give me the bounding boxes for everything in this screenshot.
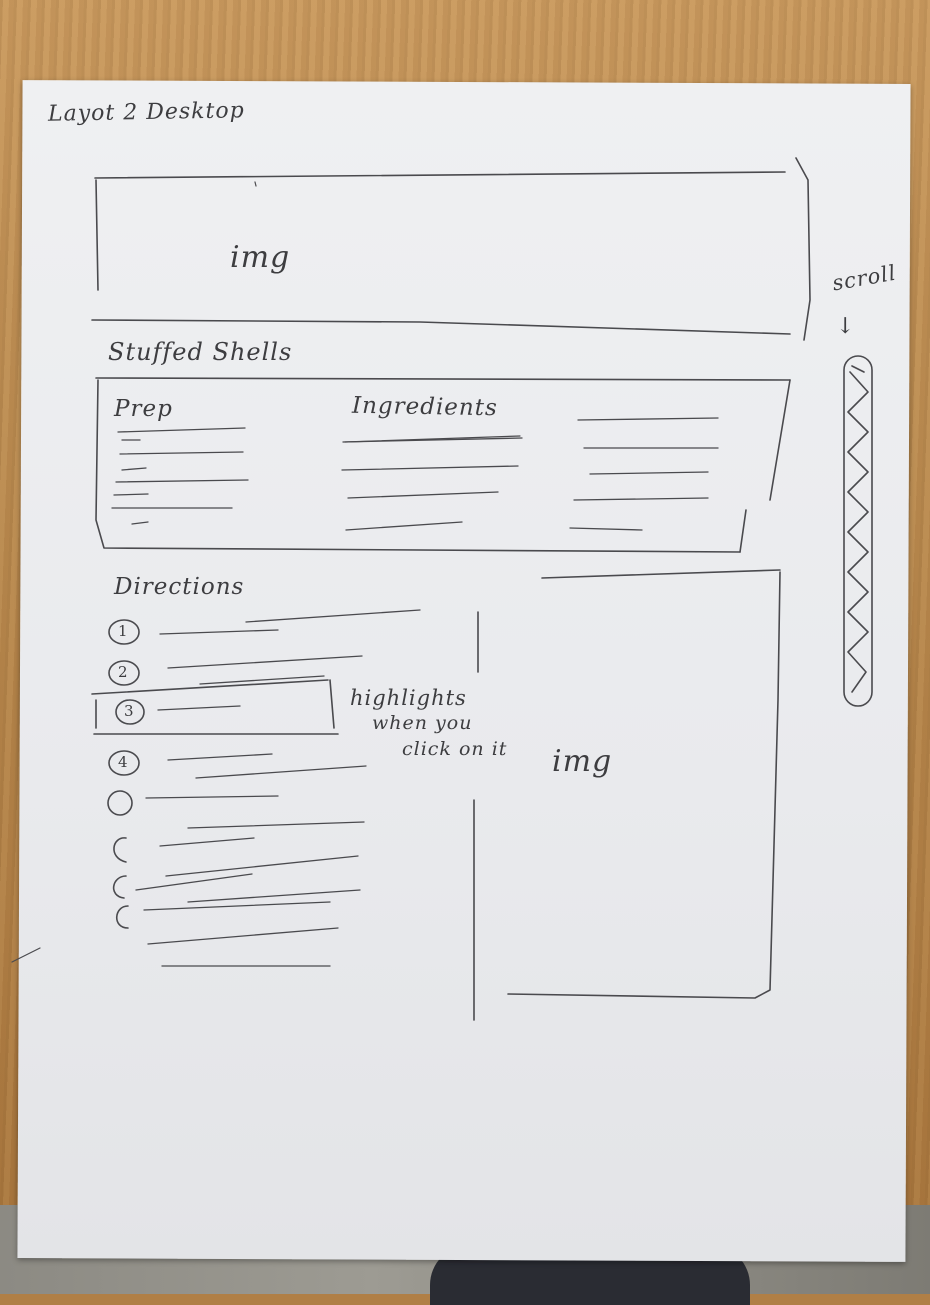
recipe-title: Stuffed Shells [108,338,293,366]
highlight-note-line-3: click on it [402,738,508,760]
prep-label: Prep [114,396,173,422]
direction-lines [135,609,421,967]
ingredients-lines [341,417,719,531]
step-number-2: 2 [118,663,129,681]
highlight-box [91,679,339,735]
highlight-note-line-2: when you [372,712,473,734]
directions-title: Directions [114,574,245,600]
side-image-box [473,569,781,1021]
scroll-arrow-icon: ↓ [836,314,856,339]
step-number-4: 4 [118,753,129,771]
info-box [95,377,791,553]
hero-image-box [91,157,811,341]
sheet-heading: Layot 2 Desktop [47,98,245,127]
prep-lines [111,427,249,525]
step-number-3: 3 [124,702,135,720]
scrollbar-sketch [843,355,873,707]
ingredients-label: Ingredients [351,392,498,422]
side-image-label: img [552,744,613,779]
highlight-note-line-1: highlights [350,686,467,710]
hero-image-label: img [230,240,291,275]
step-circles [107,619,145,929]
step-number-1: 1 [118,622,129,640]
